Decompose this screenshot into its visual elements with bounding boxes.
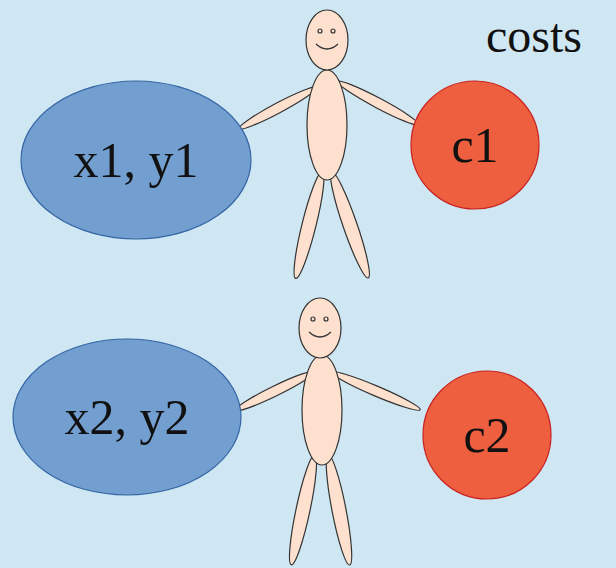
title-label: costs [486, 10, 582, 63]
variable-ellipse: x1, y1 [20, 80, 252, 240]
node-text: c1 [451, 118, 498, 173]
node-text: x2, y2 [65, 390, 190, 445]
cost-circle: c1 [410, 80, 540, 210]
cost-circle: c2 [422, 370, 552, 500]
variable-ellipse: x2, y2 [12, 338, 242, 496]
node-text: c2 [463, 408, 510, 463]
node-text: x1, y1 [74, 133, 199, 188]
